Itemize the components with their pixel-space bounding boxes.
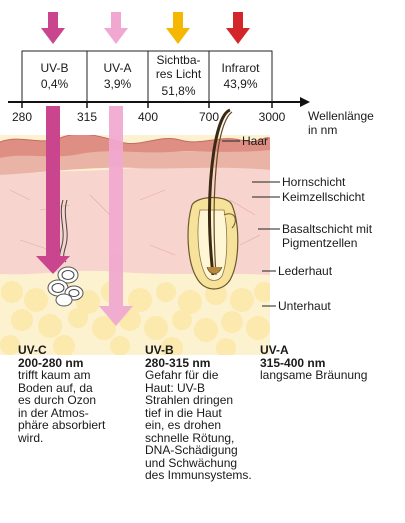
axis-tick-label: 700 [191, 111, 227, 124]
uvb-box-value: 0,4% [22, 78, 87, 91]
infrared-box-name: Infrarot [209, 62, 272, 75]
uva-title: UV-A [260, 344, 367, 357]
down-arrow-icon [104, 12, 128, 44]
axis-label-line1: Wellenlänge [308, 110, 374, 123]
axis-tick-label: 315 [69, 111, 105, 124]
down-arrow-icon [41, 12, 65, 44]
uvb-description: UV-B 280-315 nm Gefahr für die Haut: UV-… [145, 344, 252, 482]
uva-box-value: 3,9% [87, 78, 148, 91]
visible-box-value: 51,8% [148, 85, 209, 98]
down-arrow-icon [226, 12, 250, 44]
visible-box-name-1: Sichtba- [148, 54, 209, 67]
uvb-title: UV-B [145, 344, 252, 357]
axis-tick-label: 400 [130, 111, 166, 124]
down-arrow-icon [166, 12, 190, 44]
uvb-text-line: ein, es drohen [145, 419, 252, 432]
uvc-description: UV-C 200-280 nm trifft kaum am Boden auf… [18, 344, 105, 444]
label-basaltschicht-2: Pigmentzellen [282, 237, 357, 250]
label-keimzellschicht: Keimzellschicht [282, 191, 365, 204]
label-basaltschicht-1: Basaltschicht mit [282, 223, 372, 236]
uvc-text-line: trifft kaum am [18, 369, 105, 382]
uvb-text-line: DNA-Schädigung [145, 444, 252, 457]
axis-label-line2: in nm [308, 124, 337, 137]
uvb-text-line: Strahlen dringen [145, 394, 252, 407]
label-haar: Haar [242, 135, 268, 148]
visible-box-name-2: res Licht [148, 68, 209, 81]
axis-tick-label: 280 [4, 111, 40, 124]
uvb-box-name: UV-B [22, 62, 87, 75]
uva-box-name: UV-A [87, 62, 148, 75]
axis-tick-label: 3000 [252, 111, 292, 124]
uvb-text-line: Gefahr für die [145, 369, 252, 382]
uvc-text-line: wird. [18, 432, 105, 445]
label-hornschicht: Hornschicht [282, 176, 345, 189]
label-unterhaut: Unterhaut [278, 300, 331, 313]
uvb-text-line: des Immunsystems. [145, 469, 252, 482]
infrared-box-value: 43,9% [209, 78, 272, 91]
uva-description: UV-A 315-400 nm langsame Bräunung [260, 344, 367, 382]
uvc-title: UV-C [18, 344, 105, 357]
uvc-text-line: es durch Ozon [18, 394, 105, 407]
uvc-text-line: phäre absorbiert [18, 419, 105, 432]
uva-text-line: langsame Bräunung [260, 369, 367, 382]
label-lederhaut: Lederhaut [278, 265, 332, 278]
